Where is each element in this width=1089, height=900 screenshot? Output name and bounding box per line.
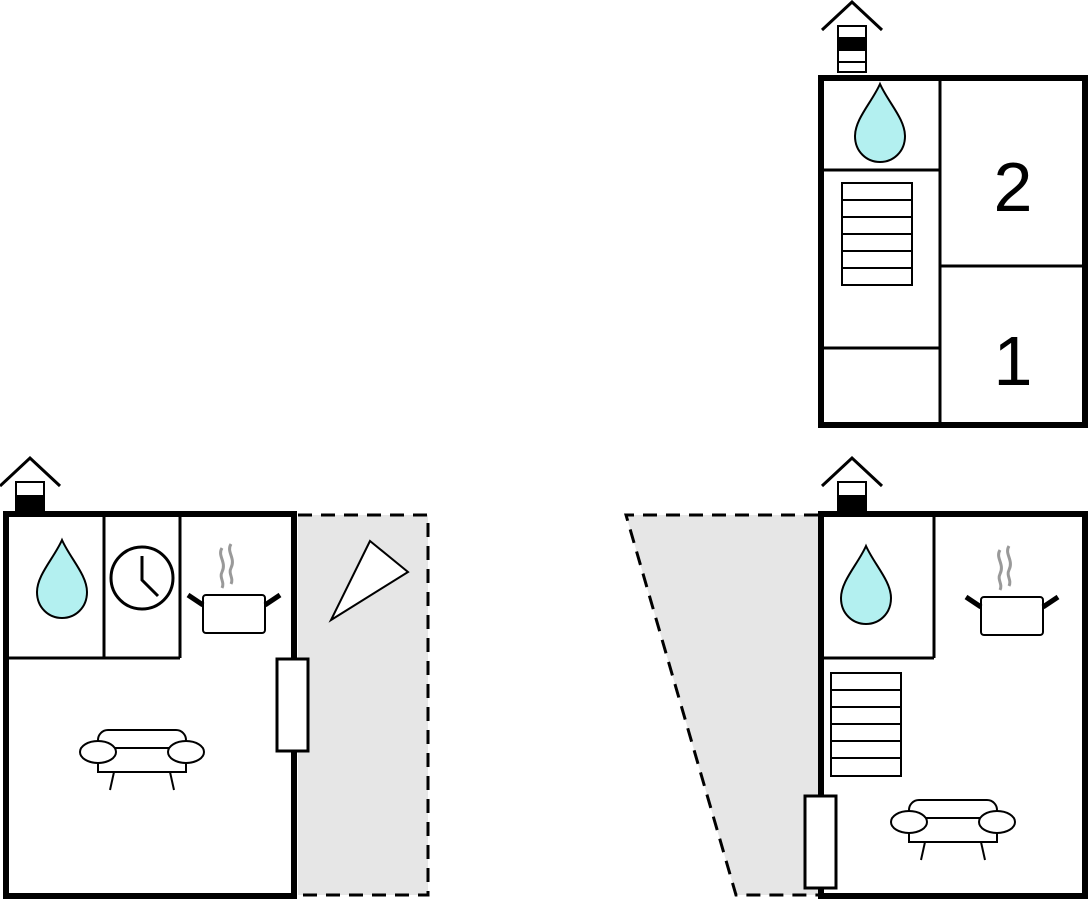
floor-level-house-icon xyxy=(820,456,884,512)
terrace-dashed-outline xyxy=(624,513,818,897)
interior-walls xyxy=(821,78,1085,425)
bedroom-2-label: 2 xyxy=(994,148,1033,226)
staircase-icon xyxy=(830,672,902,777)
window-icon xyxy=(803,794,838,890)
interior-walls xyxy=(6,514,182,660)
floor-level-house-icon xyxy=(820,0,884,74)
clock-icon xyxy=(109,545,175,611)
bedroom-1-label: 1 xyxy=(994,322,1033,400)
outer-walls xyxy=(818,511,1088,899)
sofa-icon xyxy=(79,729,205,791)
staircase-icon xyxy=(841,182,913,286)
ground-floor-plan-right xyxy=(624,456,1088,899)
cooking-pot-icon xyxy=(188,544,280,633)
interior-walls xyxy=(821,514,936,660)
terrace-dashed-outline xyxy=(298,513,430,897)
water-drop-icon xyxy=(36,539,88,619)
ground-floor-plan-left xyxy=(0,456,430,899)
window-icon xyxy=(275,657,310,753)
upper-floor-plan: 2 1 xyxy=(818,0,1088,428)
terrace-area xyxy=(626,515,818,895)
outer-walls xyxy=(818,75,1088,428)
sofa-icon xyxy=(890,799,1016,861)
water-drop-icon xyxy=(854,83,906,163)
floor-level-house-icon xyxy=(0,456,62,512)
water-drop-icon xyxy=(840,545,892,625)
cooking-pot-icon xyxy=(966,546,1058,635)
garden-flag-icon xyxy=(328,539,410,623)
